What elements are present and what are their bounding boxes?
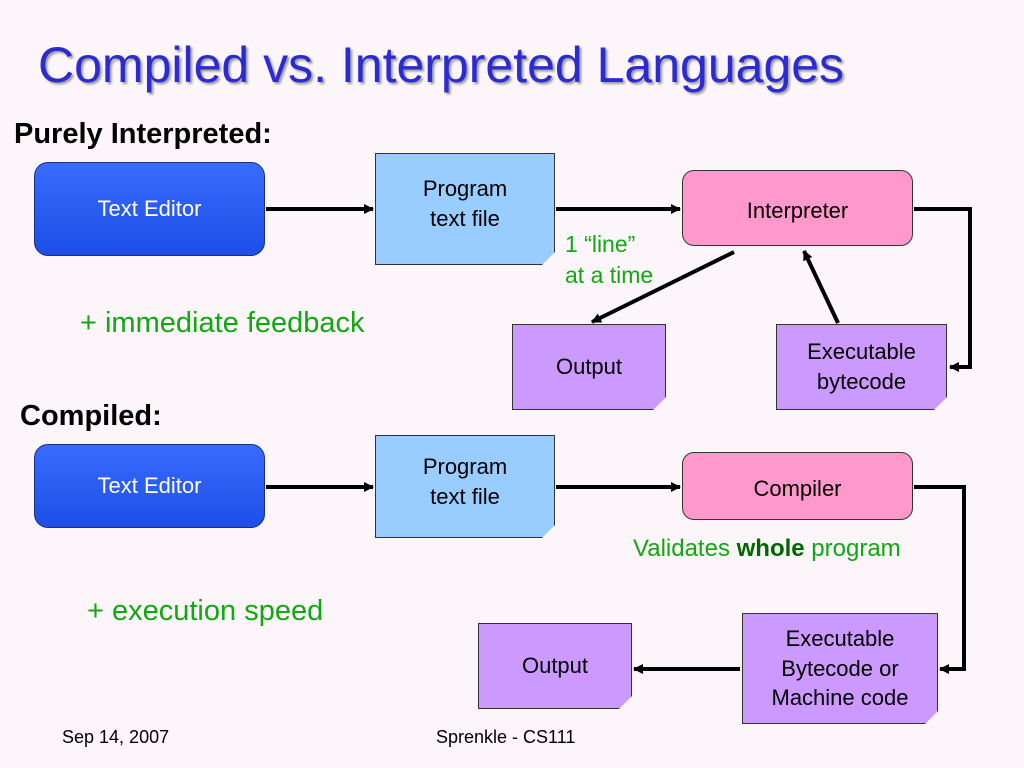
one-line-at-a-time-note: 1 “line” at a time — [565, 231, 654, 288]
arrow-interpreter-to-output — [591, 250, 735, 324]
arrow-bytecode-to-interpreter — [802, 250, 840, 324]
machine-code-box: Executable Bytecode or Machine code — [742, 613, 938, 724]
interpreted-text-editor-box: Text Editor — [34, 162, 265, 256]
execution-speed-benefit: + execution speed — [87, 595, 324, 627]
slide-title: Compiled vs. Interpreted Languages — [38, 37, 845, 93]
validates-whole-program-note: Validates whole program — [633, 535, 901, 562]
compiler-box: Compiler — [682, 452, 913, 520]
interpreted-output-box: Output — [512, 324, 666, 410]
arrow-interpreter-to-bytecode — [914, 207, 972, 372]
compiled-text-editor-box: Text Editor — [34, 444, 265, 528]
footer-date: Sep 14, 2007 — [62, 727, 170, 747]
compiled-output-box: Output — [478, 623, 632, 709]
interpreted-label: Purely Interpreted: — [14, 118, 272, 150]
executable-bytecode-box: Executable bytecode — [776, 324, 947, 410]
compiled-program-file-box: Program text file — [375, 435, 555, 538]
compiled-label: Compiled: — [20, 400, 162, 432]
interpreter-box: Interpreter — [682, 170, 913, 246]
footer-author: Sprenkle - CS111 — [436, 727, 576, 747]
immediate-feedback-benefit: + immediate feedback — [80, 307, 365, 339]
arrow-compiler-to-machine-code — [914, 485, 966, 674]
interpreted-program-file-box: Program text file — [375, 153, 555, 265]
